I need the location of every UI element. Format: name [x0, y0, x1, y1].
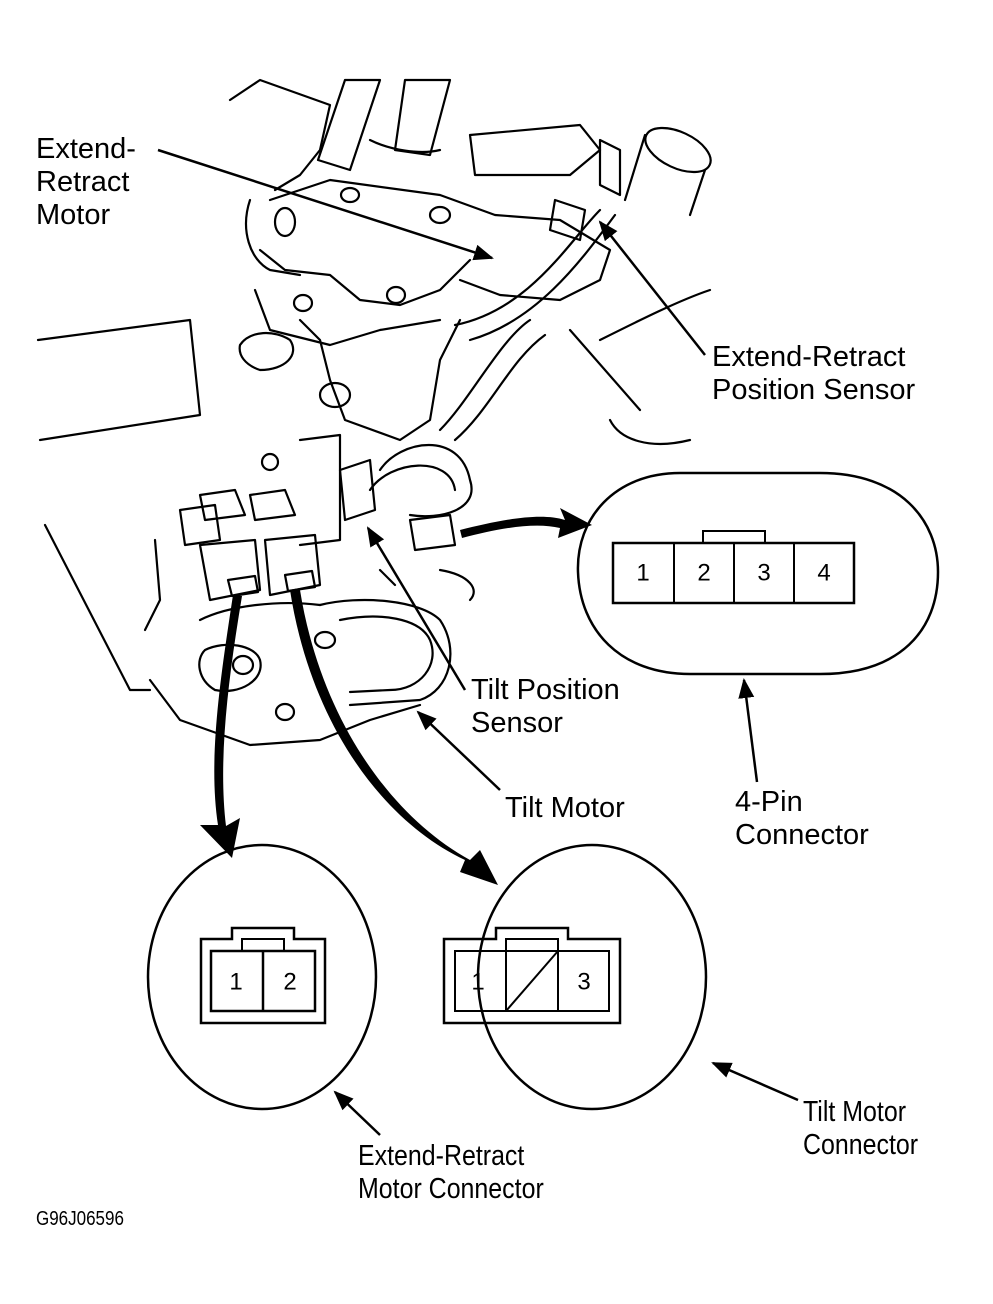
- arrow-to-tilt-connector: [290, 590, 498, 885]
- leader-4pin: [738, 678, 759, 783]
- leader-tilt-motor: [416, 710, 501, 791]
- pin-label: 2: [697, 559, 710, 586]
- inset-outline-er: [146, 843, 378, 1111]
- latch-tab: [702, 530, 766, 544]
- connector-body-tilt: [454, 950, 610, 1012]
- label-4pin-connector: 4-Pin Connector: [735, 786, 869, 851]
- latch-tab: [505, 938, 559, 952]
- leader-er-connector: [333, 1090, 381, 1136]
- label-tilt-motor: Tilt Motor: [505, 792, 625, 824]
- leader-er-position-sensor: [598, 220, 706, 356]
- leader-tilt-connector: [711, 1061, 799, 1102]
- tilt-pin-numbers: 1 3: [471, 968, 590, 995]
- label-tilt-motor-connector: Tilt Motor Connector: [803, 1096, 919, 1161]
- label-er-position-sensor: Extend-Retract Position Sensor: [712, 341, 916, 406]
- inset-outline-tilt: [476, 843, 708, 1111]
- callout-arrows-thick: [200, 508, 592, 885]
- pin-label: 3: [757, 559, 770, 586]
- pin-label: 3: [577, 968, 590, 995]
- leader-tilt-position-sensor: [366, 526, 467, 691]
- leader-extend-retract-motor: [157, 148, 494, 261]
- label-extend-retract-motor: Extend- Retract Motor: [36, 133, 136, 231]
- label-tilt-position-sensor: Tilt Position Sensor: [471, 674, 620, 739]
- figure-id: G96J06596: [36, 1208, 124, 1230]
- pin-label: 1: [471, 968, 484, 995]
- leader-lines: [157, 148, 799, 1136]
- four-pin-numbers: 1 2 3 4: [636, 559, 830, 586]
- tilt-motor-connector-inset: [442, 843, 708, 1111]
- latch-tab: [241, 938, 285, 952]
- label-er-motor-connector: Extend-Retract Motor Connector: [358, 1140, 544, 1205]
- four-pin-connector-inset: [576, 471, 940, 676]
- connector-shell-tilt: [442, 926, 622, 1025]
- inset-outline-4pin: [576, 471, 940, 676]
- pin-label: 1: [636, 559, 649, 586]
- connector-shell-er: [199, 926, 327, 1025]
- blank-pin-slash: [505, 950, 559, 1012]
- pin-label: 4: [817, 559, 830, 586]
- arrow-to-4pin: [460, 508, 592, 538]
- pin-label: 2: [283, 968, 296, 995]
- arrow-to-er-connector: [200, 595, 242, 858]
- er-motor-connector-inset: [146, 843, 378, 1111]
- steering-column-assembly: [36, 78, 712, 747]
- er-pin-numbers: 1 2: [229, 968, 296, 995]
- pin-label: 1: [229, 968, 242, 995]
